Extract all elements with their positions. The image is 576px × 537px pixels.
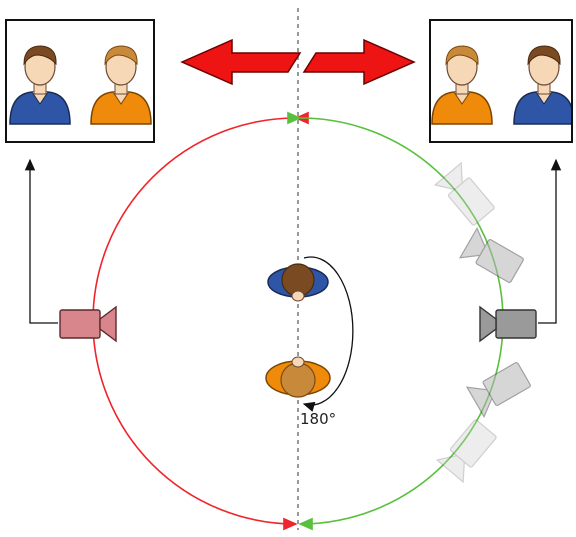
- ghost-camera-1: [459, 227, 527, 287]
- orange-person-top-view: [265, 356, 331, 398]
- ghost-camera-3: [466, 358, 534, 418]
- red-arc: [92, 111, 309, 531]
- ghost-camera-4: [436, 416, 500, 483]
- rotation-arc: [302, 256, 354, 412]
- angle-label: 180°: [300, 410, 337, 428]
- ghost-camera-2: [434, 162, 498, 229]
- left-camera-connector: [24, 158, 58, 324]
- camera-icon: [479, 306, 537, 342]
- right-camera-connector: [538, 158, 562, 324]
- double-arrow-icon: [180, 38, 416, 86]
- camera-icon: [59, 306, 117, 342]
- blue-person-top-view: [267, 263, 329, 302]
- right-shot-frame: [429, 19, 573, 143]
- left-shot-frame: [5, 19, 155, 143]
